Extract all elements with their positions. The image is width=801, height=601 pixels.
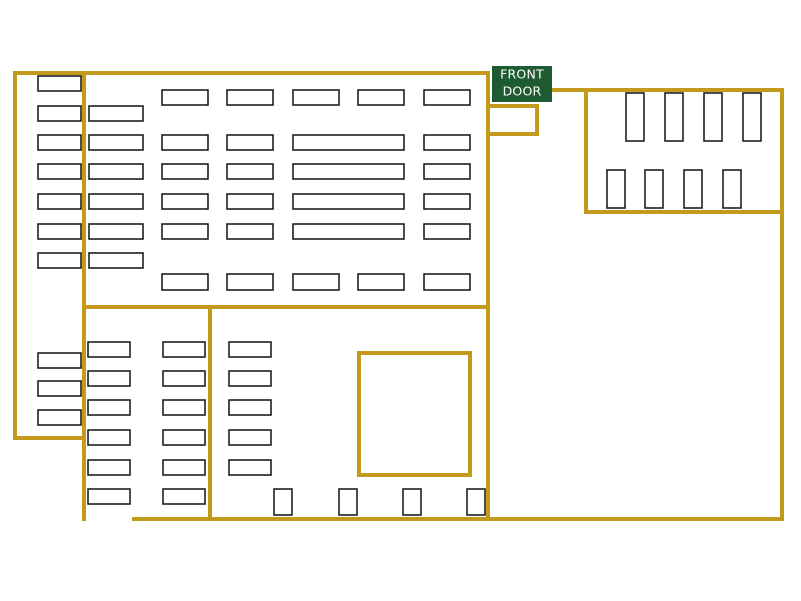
slot-56[interactable] — [228, 370, 272, 387]
slot-59[interactable] — [228, 459, 272, 476]
slot-11[interactable] — [88, 105, 144, 122]
slot-67[interactable] — [742, 92, 762, 142]
upper-room-wall — [82, 71, 490, 309]
slot-45[interactable] — [87, 370, 131, 387]
front-door-label-line2: DOOR — [503, 84, 542, 99]
slot-31[interactable] — [226, 193, 274, 210]
slot-28[interactable] — [292, 163, 405, 180]
slot-2[interactable] — [37, 105, 82, 122]
slot-66[interactable] — [703, 92, 723, 142]
slot-58[interactable] — [228, 429, 272, 446]
slot-71[interactable] — [722, 169, 742, 209]
left-annex-wall — [13, 71, 86, 440]
slot-16[interactable] — [88, 252, 144, 269]
slot-48[interactable] — [162, 399, 206, 416]
slot-21[interactable] — [423, 89, 471, 106]
entry-alcove-wall — [486, 104, 539, 136]
slot-44[interactable] — [162, 341, 206, 358]
slot-10[interactable] — [37, 409, 82, 426]
slot-23[interactable] — [226, 134, 274, 151]
slot-39[interactable] — [226, 273, 274, 291]
slot-47[interactable] — [87, 399, 131, 416]
slot-13[interactable] — [88, 163, 144, 180]
slot-8[interactable] — [37, 352, 82, 369]
slot-65[interactable] — [664, 92, 684, 142]
slot-54[interactable] — [162, 488, 206, 505]
slot-41[interactable] — [357, 273, 405, 291]
center-block-wall — [357, 351, 472, 477]
slot-64[interactable] — [625, 92, 645, 142]
slot-19[interactable] — [292, 89, 340, 106]
slot-50[interactable] — [162, 429, 206, 446]
slots — [37, 75, 762, 516]
slot-55[interactable] — [228, 341, 272, 358]
slot-62[interactable] — [402, 488, 422, 516]
slot-34[interactable] — [161, 223, 209, 240]
slot-22[interactable] — [161, 134, 209, 151]
front-door-sign-background — [492, 66, 552, 102]
slot-68[interactable] — [606, 169, 626, 209]
slot-51[interactable] — [87, 459, 131, 476]
slot-27[interactable] — [226, 163, 274, 180]
slot-6[interactable] — [37, 223, 82, 240]
slot-60[interactable] — [273, 488, 293, 516]
slot-53[interactable] — [87, 488, 131, 505]
slot-12[interactable] — [88, 134, 144, 151]
front-door-label-line1: FRONT — [500, 67, 544, 82]
slot-46[interactable] — [162, 370, 206, 387]
slot-57[interactable] — [228, 399, 272, 416]
slot-40[interactable] — [292, 273, 340, 291]
slot-69[interactable] — [644, 169, 664, 209]
slot-36[interactable] — [292, 223, 405, 240]
slot-63[interactable] — [466, 488, 486, 516]
slot-20[interactable] — [357, 89, 405, 106]
slot-29[interactable] — [423, 163, 471, 180]
slot-38[interactable] — [161, 273, 209, 291]
slot-42[interactable] — [423, 273, 471, 291]
slot-32[interactable] — [292, 193, 405, 210]
slot-33[interactable] — [423, 193, 471, 210]
slot-25[interactable] — [423, 134, 471, 151]
slot-26[interactable] — [161, 163, 209, 180]
slot-15[interactable] — [88, 223, 144, 240]
slot-14[interactable] — [88, 193, 144, 210]
slot-30[interactable] — [161, 193, 209, 210]
slot-37[interactable] — [423, 223, 471, 240]
slot-7[interactable] — [37, 252, 82, 269]
slot-35[interactable] — [226, 223, 274, 240]
slot-5[interactable] — [37, 193, 82, 210]
slot-18[interactable] — [226, 89, 274, 106]
slot-61[interactable] — [338, 488, 358, 516]
lower-left-room-wall — [82, 305, 212, 521]
walls — [13, 71, 784, 521]
slot-52[interactable] — [162, 459, 206, 476]
side-room-wall — [584, 88, 784, 214]
slot-43[interactable] — [87, 341, 131, 358]
slot-4[interactable] — [37, 163, 82, 180]
front-door-sign: FRONT DOOR — [492, 66, 552, 102]
slot-3[interactable] — [37, 134, 82, 151]
slot-9[interactable] — [37, 380, 82, 397]
slot-70[interactable] — [683, 169, 703, 209]
east-wall — [550, 88, 784, 521]
slot-24[interactable] — [292, 134, 405, 151]
slot-17[interactable] — [161, 89, 209, 106]
slot-1[interactable] — [37, 75, 82, 92]
slot-49[interactable] — [87, 429, 131, 446]
